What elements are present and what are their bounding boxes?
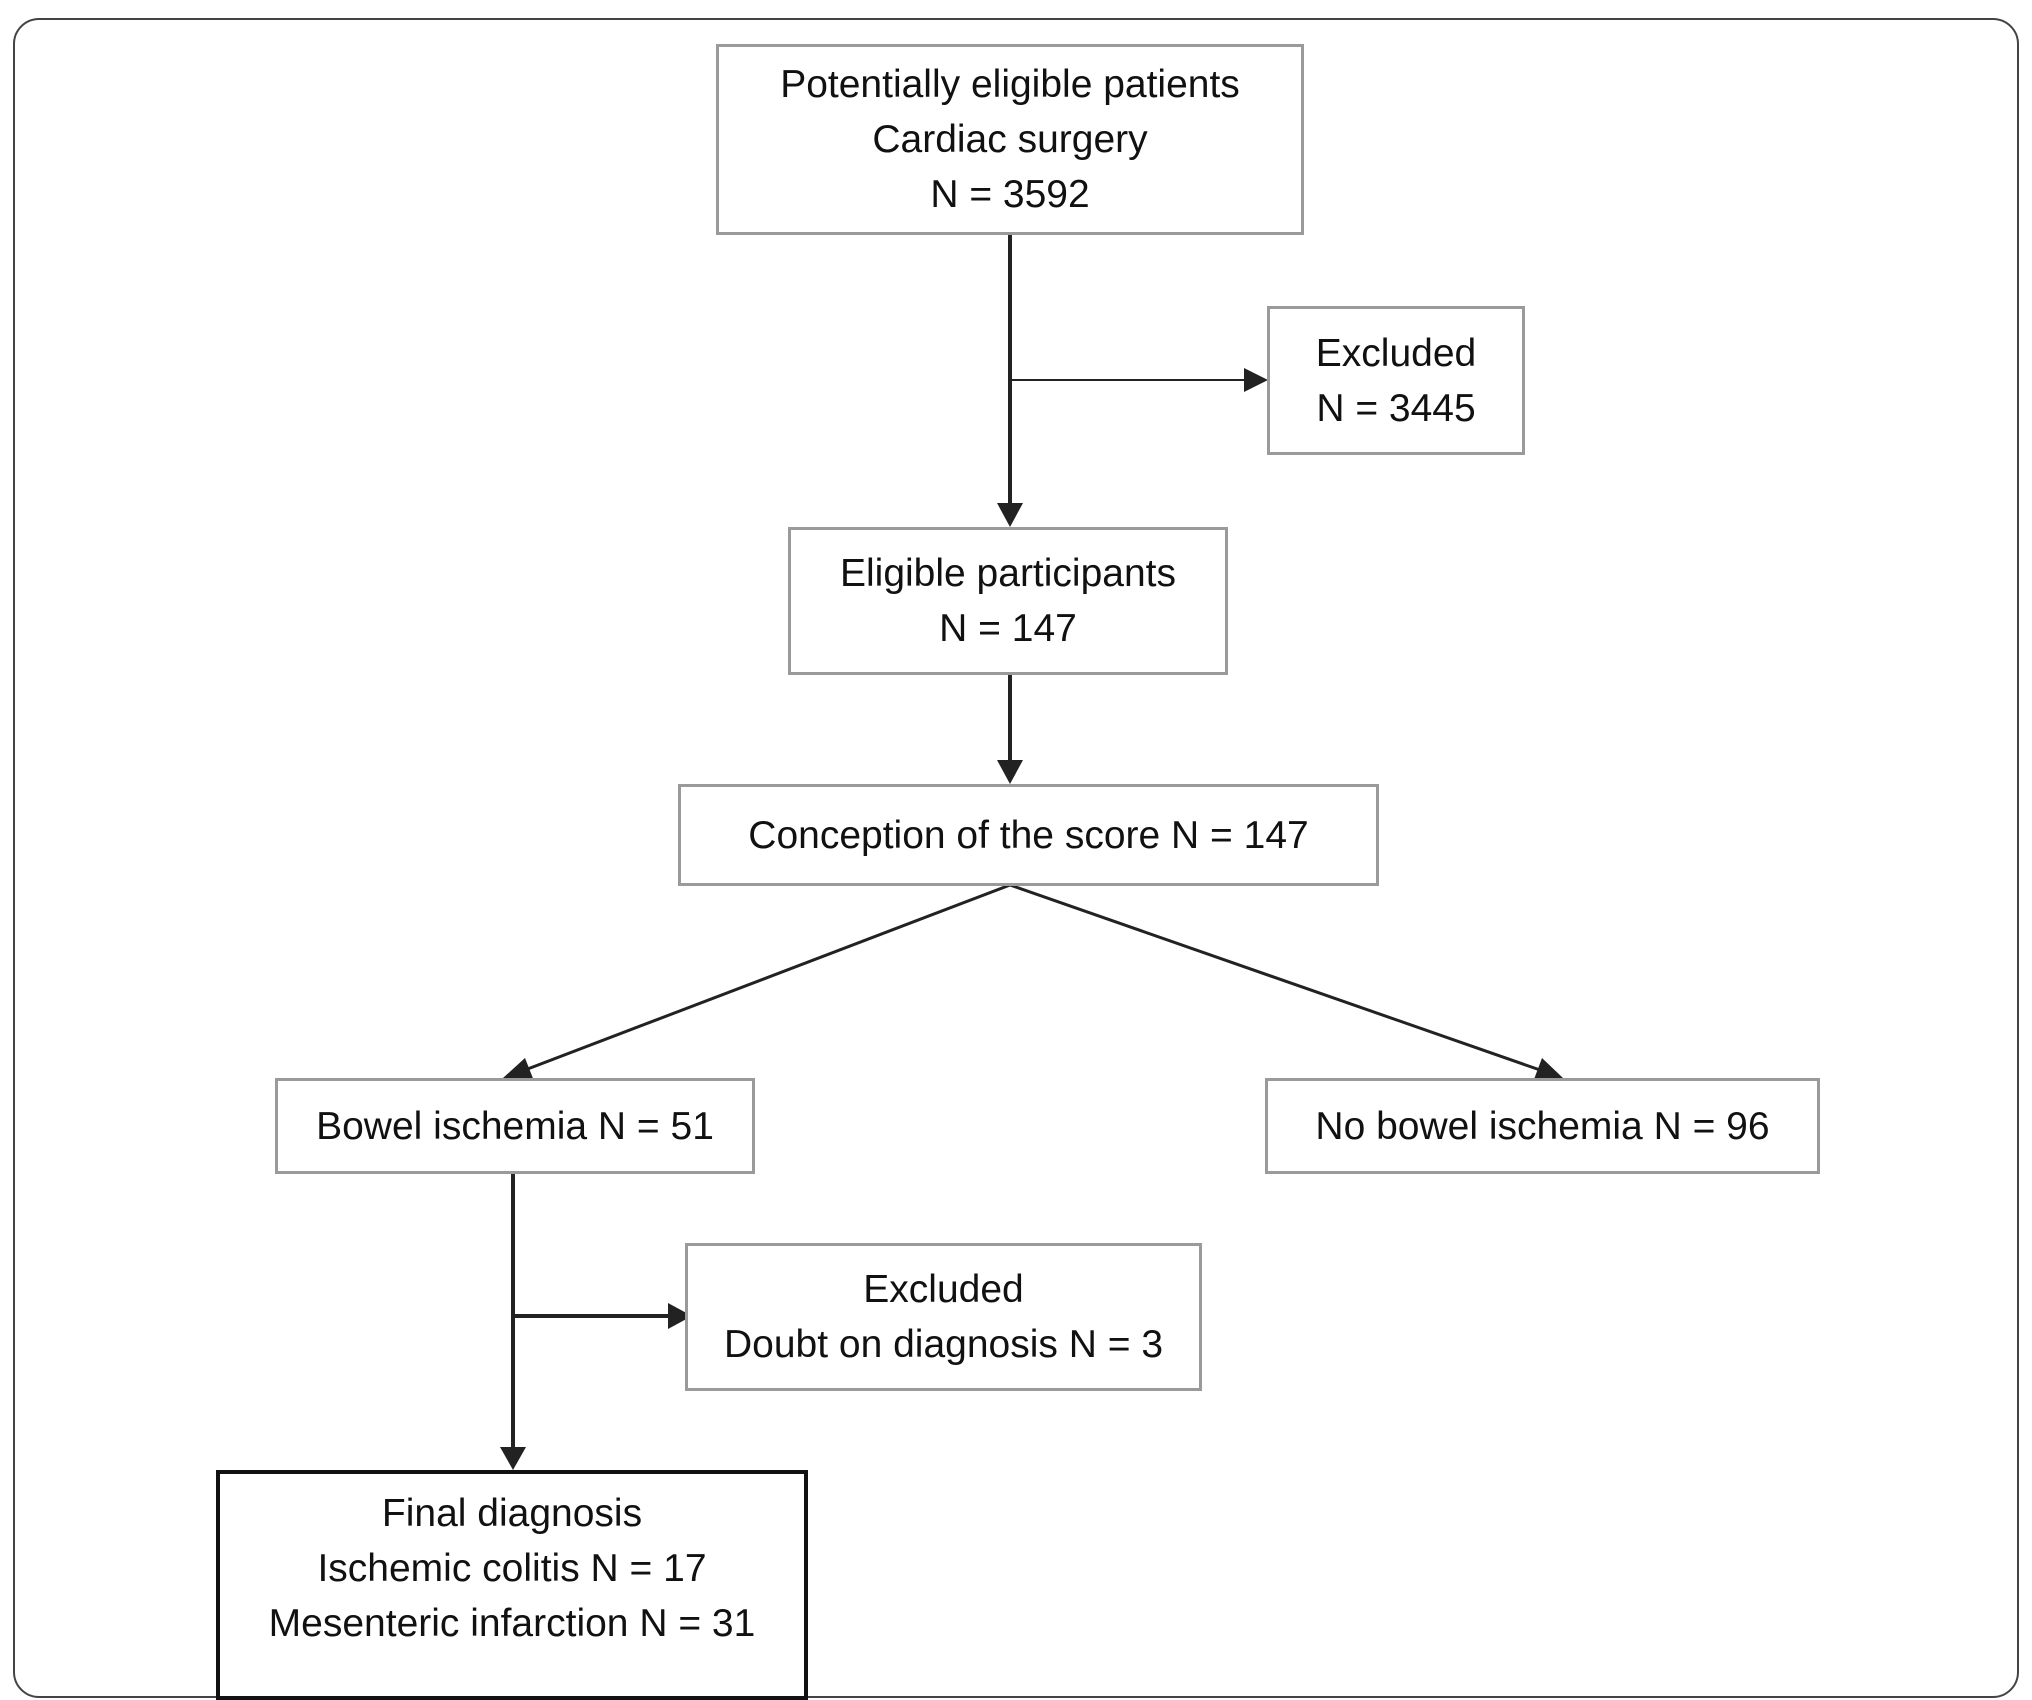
arrowhead-eligible (997, 503, 1023, 527)
box-potentially-eligible-title: Potentially eligible patients (780, 63, 1240, 106)
box-potentially-eligible-count: N = 3592 (930, 173, 1090, 216)
box-eligible-title: Eligible participants (839, 552, 1176, 595)
box-excluded-doubt: Excluded Doubt on diagnosis N = 3 (685, 1243, 1202, 1391)
arrowhead-excluded-doubt (668, 1303, 692, 1329)
box-excluded-first: Excluded N = 3445 (1267, 306, 1525, 455)
arrow-to-no-bowel-ischemia (1009, 883, 1541, 1072)
box-eligible-participants: Eligible participants N = 147 (788, 527, 1228, 675)
box-no-bowel-ischemia-text: No bowel ischemia N = 96 (1315, 1104, 1770, 1148)
arrow-to-bowel-ischemia (524, 883, 1011, 1072)
box-excluded-doubt-title: Excluded (863, 1268, 1024, 1311)
box-no-bowel-ischemia: No bowel ischemia N = 96 (1265, 1078, 1820, 1174)
box-final-diagnosis-title: Final diagnosis (381, 1492, 643, 1535)
box-final-diagnosis: Final diagnosis Ischemic colitis N = 17 … (216, 1470, 808, 1700)
box-conception-text: Conception of the score N = 147 (748, 813, 1309, 857)
box-excluded-first-count: N = 3445 (1316, 386, 1476, 430)
box-potentially-eligible-subtitle: Cardiac surgery (872, 118, 1148, 161)
arrowhead-final (500, 1447, 526, 1470)
arrowhead-no-bowel-ischemia (1533, 1058, 1563, 1082)
arrowhead-conception (997, 760, 1023, 784)
box-final-mesenteric-infarction: Mesenteric infarction N = 31 (268, 1602, 756, 1645)
box-bowel-ischemia-text: Bowel ischemia N = 51 (316, 1104, 714, 1148)
arrowhead-excluded-first (1244, 368, 1268, 392)
box-potentially-eligible: Potentially eligible patients Cardiac su… (716, 44, 1304, 235)
box-bowel-ischemia: Bowel ischemia N = 51 (275, 1078, 755, 1174)
box-final-ischemic-colitis: Ischemic colitis N = 17 (317, 1547, 707, 1590)
box-excluded-doubt-detail: Doubt on diagnosis N = 3 (723, 1323, 1164, 1366)
arrowhead-bowel-ischemia (503, 1058, 534, 1081)
box-conception-score: Conception of the score N = 147 (678, 784, 1379, 886)
box-eligible-count: N = 147 (939, 607, 1077, 650)
box-excluded-first-title: Excluded (1315, 331, 1477, 375)
